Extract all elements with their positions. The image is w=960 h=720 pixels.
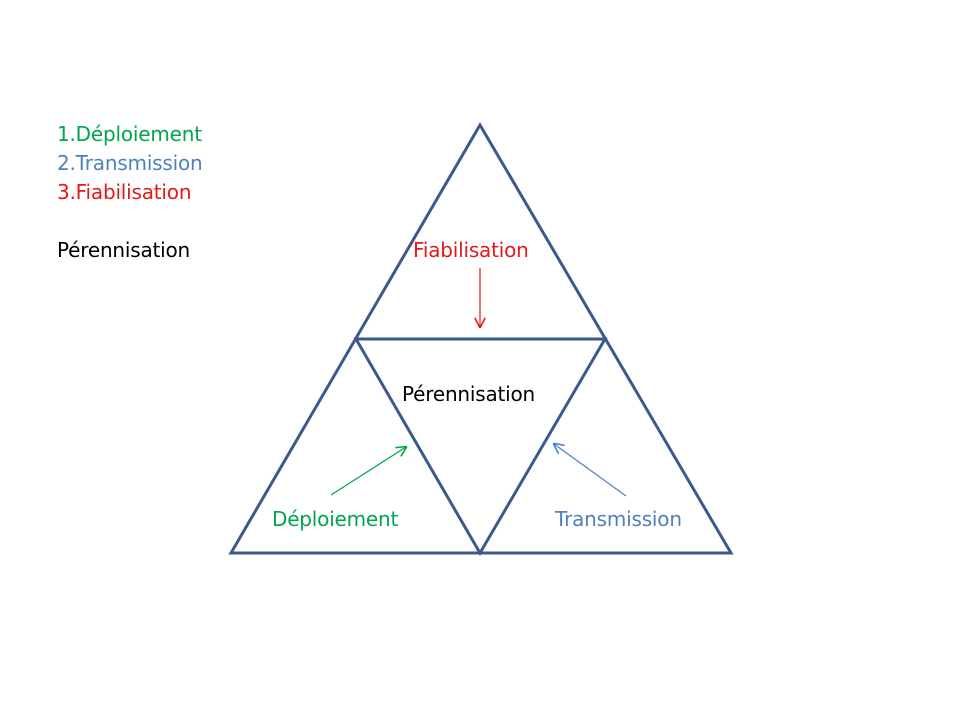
deploiement-arrow bbox=[330, 447, 406, 496]
node-label-deploiement: Déploiement bbox=[272, 507, 399, 531]
node-label-perennisation: Pérennisation bbox=[402, 382, 536, 406]
legend-item-transmission: 2.Transmission bbox=[57, 151, 203, 175]
legend-item-fiabilisation: 3.Fiabilisation bbox=[57, 180, 192, 204]
legend-summary: Pérennisation bbox=[57, 238, 191, 262]
transmission-arrow bbox=[554, 444, 627, 497]
inner-triangle bbox=[353, 337, 608, 556]
node-label-fiabilisation: Fiabilisation bbox=[413, 238, 529, 262]
legend-item-deploiement: 1.Déploiement bbox=[57, 122, 202, 146]
node-label-transmission: Transmission bbox=[555, 507, 682, 531]
